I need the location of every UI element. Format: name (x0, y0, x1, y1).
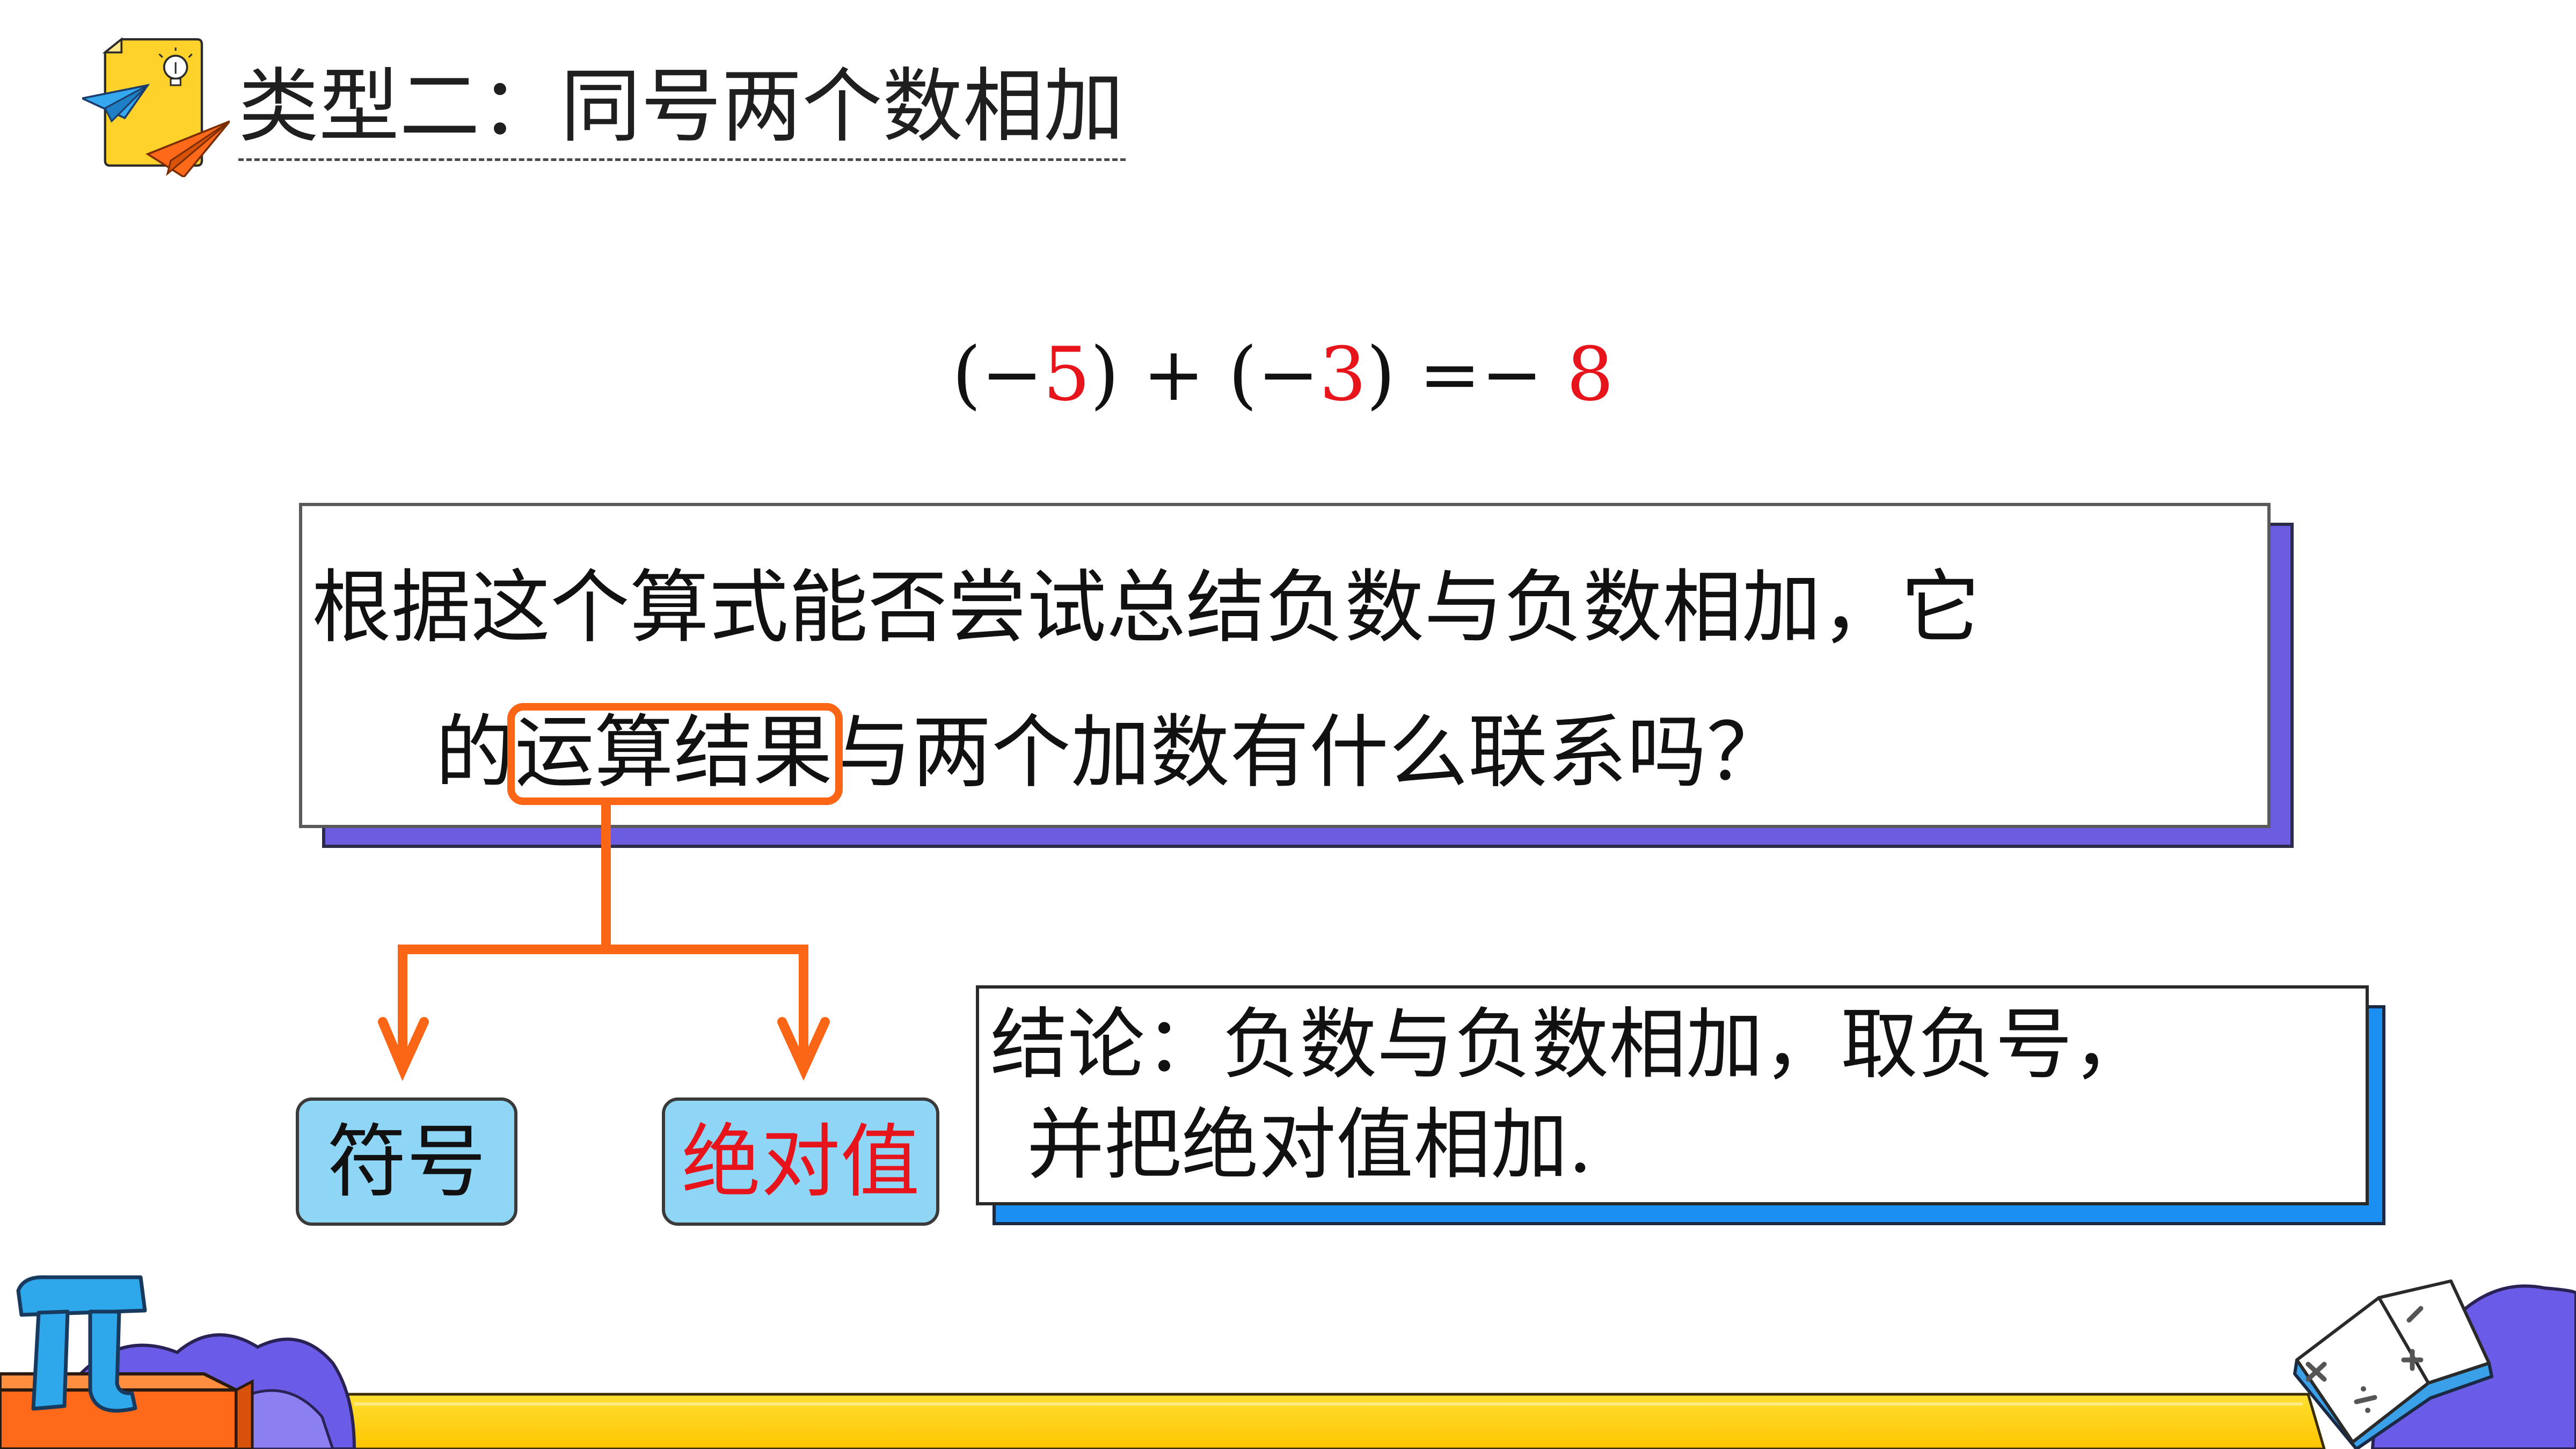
branch-label-absolute-value: 绝对值 (681, 1115, 920, 1208)
minus-icon (2406, 1306, 2424, 1323)
conclusion-box (976, 985, 2369, 1205)
equation-between: ) + (− (1090, 331, 1319, 418)
title-dashed-underline (238, 158, 1126, 161)
equation: (−5) + (−3) =− 8 (907, 338, 1659, 412)
question-line-2-after: 与两个加数有什么联系吗？ (833, 706, 1786, 799)
question-box (299, 503, 2271, 828)
conclusion-line-2: 并把绝对值相加. (1027, 1100, 1593, 1190)
question-line-1: 根据这个算式能否尝试总结负数与负数相加，它 (312, 561, 1980, 654)
equation-first-number: 5 (1043, 331, 1091, 418)
bottom-right-decoration (2293, 1279, 2576, 1449)
arrow-down-icon (777, 1017, 830, 1081)
plus-icon (2401, 1349, 2424, 1371)
orange-block-icon (0, 1372, 254, 1449)
equation-open-first: (− (952, 331, 1043, 418)
highlight-frame (507, 703, 843, 805)
orange-paper-plane-icon (145, 120, 230, 177)
footer-band (326, 1393, 2326, 1449)
equation-result: 8 (1566, 331, 1614, 418)
branch-box-absolute-value: 绝对值 (662, 1097, 939, 1226)
lightbulb-icon (158, 47, 193, 86)
idea-document-icon (82, 37, 230, 177)
question-highlight-text: 运算结果 (515, 706, 833, 799)
branch-label-sign: 符号 (327, 1115, 486, 1208)
divide-icon (2354, 1386, 2377, 1413)
multiply-icon (2305, 1362, 2327, 1382)
blue-paper-plane-icon (82, 84, 150, 123)
slide-title: 类型二：同号两个数相加 (238, 60, 1125, 153)
pi-icon (16, 1275, 147, 1413)
arrow-down-icon (378, 1017, 429, 1081)
equation-close-equals: ) =− (1366, 331, 1567, 418)
open-book-icon (2293, 1279, 2493, 1449)
equation-second-number: 3 (1319, 331, 1367, 418)
conclusion-line-1: 结论：负数与负数相加，取负号， (990, 999, 2150, 1089)
bottom-left-decoration (0, 1275, 356, 1449)
question-line-2: 的运算结果与两个加数有什么联系吗？ (435, 713, 1786, 792)
branch-box-sign: 符号 (296, 1097, 517, 1226)
question-line-2-before: 的 (435, 706, 515, 799)
